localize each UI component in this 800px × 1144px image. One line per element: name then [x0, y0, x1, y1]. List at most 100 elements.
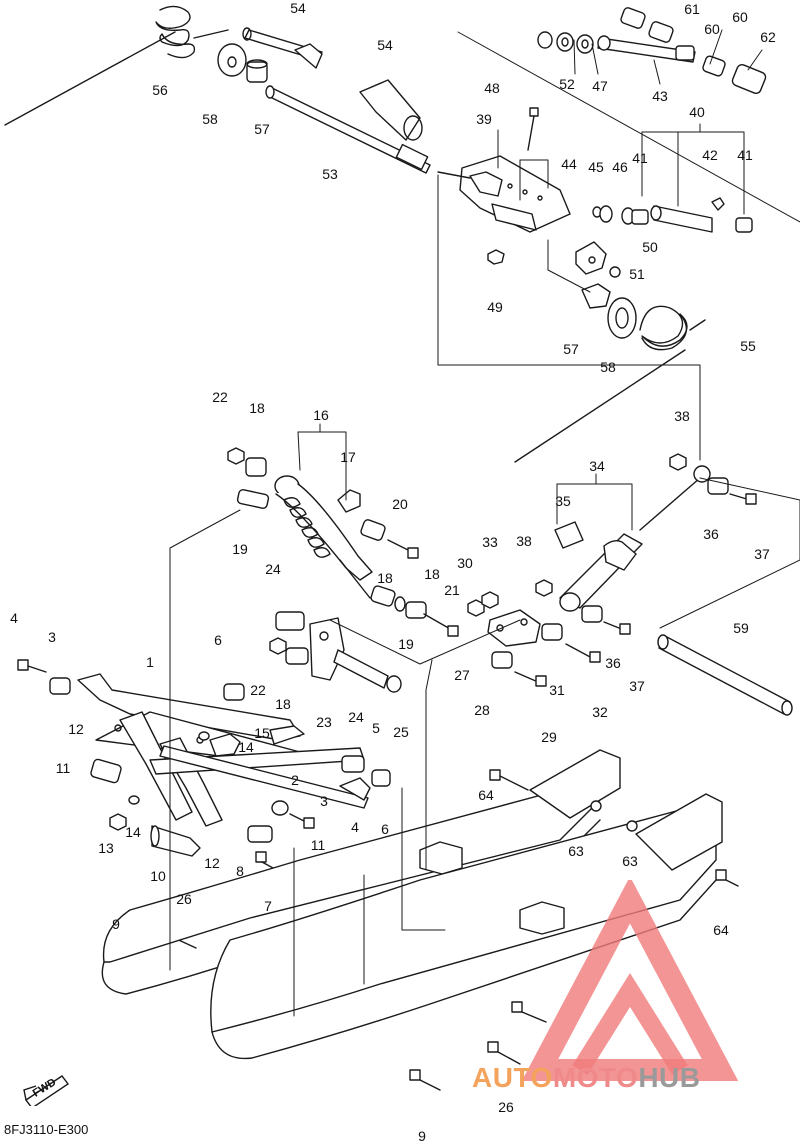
- callout-12: 12: [68, 721, 84, 737]
- callout-51: 51: [629, 266, 645, 282]
- bolt-4-left: [17, 659, 47, 673]
- callout-18: 18: [424, 566, 440, 582]
- bushing-11-left: [90, 758, 122, 784]
- callout-45: 45: [588, 159, 604, 175]
- bushing-50: [575, 241, 607, 275]
- callout-59: 59: [733, 620, 749, 636]
- collar-54: [359, 79, 423, 141]
- callout-23: 23: [316, 714, 332, 730]
- callout-18: 18: [377, 570, 393, 586]
- callout-63: 63: [568, 843, 584, 859]
- callout-36: 36: [703, 526, 719, 542]
- spring-56: [4, 5, 229, 126]
- callout-9: 9: [418, 1128, 426, 1144]
- callout-57: 57: [563, 341, 579, 357]
- bushing-6-right: [371, 769, 391, 787]
- callout-19: 19: [398, 636, 414, 652]
- bushing-61: [620, 7, 646, 29]
- callout-39: 39: [476, 111, 492, 127]
- watermark-text: AUTOMOTOHUB: [472, 1062, 700, 1094]
- bolts-64: [489, 769, 739, 887]
- shock-34: [559, 465, 711, 612]
- callout-15: 15: [254, 725, 270, 741]
- watermark-auto: AUTO: [472, 1062, 553, 1093]
- bolt-48: [527, 107, 539, 151]
- bushing-3-left: [49, 677, 71, 695]
- callout-37: 37: [754, 546, 770, 562]
- callout-64: 64: [478, 787, 494, 803]
- bushing-60b: [702, 55, 726, 77]
- bushing-24-left: [275, 611, 305, 631]
- callout-4: 4: [351, 819, 359, 835]
- callout-19: 19: [232, 541, 248, 557]
- callout-28: 28: [474, 702, 490, 718]
- callout-48: 48: [484, 80, 500, 96]
- callout-1: 1: [146, 654, 154, 670]
- washer-14: [128, 731, 210, 805]
- shaft-53: [265, 85, 431, 174]
- callout-11: 11: [310, 837, 326, 853]
- callout-38: 38: [516, 533, 532, 549]
- sleeve-10: [150, 825, 201, 857]
- callout-22: 22: [212, 389, 228, 405]
- callout-29: 29: [541, 729, 557, 745]
- bolt-13: [109, 813, 127, 831]
- watermark-hub: HUB: [638, 1062, 701, 1093]
- bushing-5-right: [341, 755, 365, 773]
- bushings-28-31-32: [491, 623, 601, 687]
- bracket-23: [309, 617, 345, 681]
- sleeve-19-top: [236, 489, 270, 509]
- callout-37: 37: [629, 678, 645, 694]
- callout-54: 54: [290, 0, 306, 16]
- callout-43: 43: [652, 88, 668, 104]
- shaft-59: [657, 634, 793, 716]
- bushing-3-right: [271, 800, 315, 829]
- callout-34: 34: [589, 458, 605, 474]
- bushing-57: [246, 59, 268, 83]
- seals-52-47: [537, 31, 594, 54]
- callout-50: 50: [642, 239, 658, 255]
- callout-6: 6: [381, 821, 389, 837]
- callout-38: 38: [674, 408, 690, 424]
- callout-3: 3: [320, 793, 328, 809]
- callout-53: 53: [322, 166, 338, 182]
- watermark-moto: MOTO: [552, 1062, 639, 1093]
- bracket-39: [437, 155, 571, 233]
- callout-21: 21: [444, 582, 460, 598]
- callout-2: 2: [291, 772, 299, 788]
- callout-62: 62: [760, 29, 776, 45]
- callout-49: 49: [487, 299, 503, 315]
- callout-46: 46: [612, 159, 628, 175]
- nut-51: [609, 266, 621, 278]
- cap-17: [337, 489, 361, 513]
- tube-43: [597, 35, 696, 63]
- bushing-18-mid: [370, 585, 459, 637]
- callout-58: 58: [202, 111, 218, 127]
- callout-4: 4: [10, 610, 18, 626]
- slide-rail-right: [210, 793, 723, 1060]
- fwd-arrow-icon: [23, 1075, 70, 1106]
- cap-35: [554, 521, 584, 549]
- callout-54: 54: [377, 37, 393, 53]
- callout-60: 60: [732, 9, 748, 25]
- callout-24: 24: [265, 561, 281, 577]
- callout-61: 61: [684, 1, 700, 17]
- washer-58: [217, 43, 247, 77]
- pipe-54: [242, 27, 323, 69]
- callout-14: 14: [125, 824, 141, 840]
- callout-44: 44: [561, 156, 577, 172]
- callout-24: 24: [348, 709, 364, 725]
- leader-lines: [169, 29, 800, 1017]
- callout-60: 60: [704, 21, 720, 37]
- callout-58: 58: [600, 359, 616, 375]
- nut-30-33: [467, 591, 499, 617]
- callout-7: 7: [264, 898, 272, 914]
- bushing-6-top: [223, 683, 245, 701]
- nut-22-top: [227, 447, 245, 465]
- callout-18: 18: [249, 400, 265, 416]
- callout-56: 56: [152, 82, 168, 98]
- callout-63: 63: [622, 853, 638, 869]
- nut-38: [535, 453, 687, 597]
- callout-22: 22: [250, 682, 266, 698]
